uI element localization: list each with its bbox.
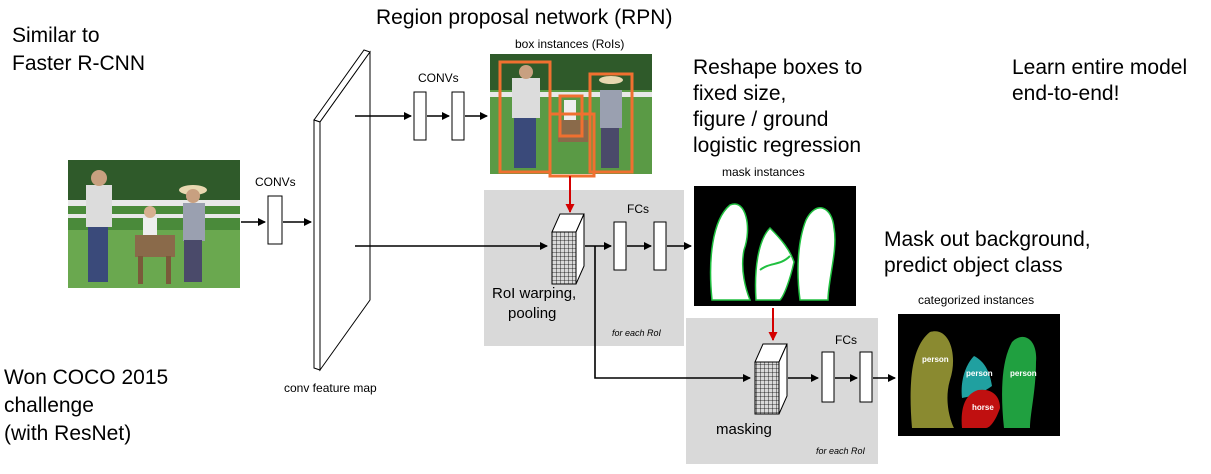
rpn-title: Region proposal network (RPN) bbox=[376, 6, 672, 29]
note-won-line2: challenge bbox=[4, 394, 94, 417]
roi-warping-line2: pooling bbox=[508, 305, 556, 322]
mask-for-each: for each RoI bbox=[816, 446, 866, 456]
arrow-roi-to-masking bbox=[594, 246, 751, 382]
box-instances-label: box instances (RoIs) bbox=[515, 37, 624, 51]
mask-instances-image bbox=[694, 186, 856, 306]
mask-fcs-label: FCs bbox=[835, 333, 857, 347]
roi-fc-block-1 bbox=[613, 221, 627, 271]
masking-grid-block bbox=[754, 343, 788, 415]
roi-grid-block bbox=[551, 213, 585, 285]
roi-fcs-label: FCs bbox=[627, 202, 649, 216]
roi-warping-line1: RoI warping, bbox=[492, 285, 576, 302]
box-instances-image bbox=[490, 54, 652, 178]
feature-map-label: conv feature map bbox=[284, 381, 377, 395]
categorized-instances-image bbox=[898, 314, 1060, 436]
mask-instances-label: mask instances bbox=[722, 165, 805, 179]
category-label-person-2: person bbox=[966, 369, 993, 378]
category-label-person-1: person bbox=[922, 355, 949, 364]
mask-fc-block-2 bbox=[859, 351, 873, 403]
input-image bbox=[68, 160, 240, 288]
rpn-convs-label: CONVs bbox=[418, 71, 459, 85]
note-reshape-line3: figure / ground bbox=[693, 108, 828, 131]
note-similar-line2: Faster R-CNN bbox=[12, 52, 145, 75]
note-reshape-line1: Reshape boxes to bbox=[693, 56, 862, 79]
backbone-convs-label: CONVs bbox=[255, 175, 296, 189]
note-maskout-line1: Mask out background, bbox=[884, 228, 1091, 251]
note-learn-line2: end-to-end! bbox=[1012, 82, 1119, 105]
masking-label: masking bbox=[716, 421, 772, 438]
mask-fc-block-1 bbox=[821, 351, 835, 403]
note-reshape-line2: fixed size, bbox=[693, 82, 786, 105]
backbone-conv-block bbox=[267, 195, 283, 245]
roi-fc-block-2 bbox=[653, 221, 667, 271]
note-won-line3: (with ResNet) bbox=[4, 422, 131, 445]
note-similar-line1: Similar to bbox=[12, 24, 100, 47]
category-label-horse: horse bbox=[972, 403, 994, 412]
roi-for-each: for each RoI bbox=[612, 328, 662, 338]
category-label-person-3: person bbox=[1010, 369, 1037, 378]
note-reshape-line4: logistic regression bbox=[693, 134, 861, 157]
note-won-line1: Won COCO 2015 bbox=[4, 366, 168, 389]
note-maskout-line2: predict object class bbox=[884, 254, 1063, 277]
rpn-conv-block-1 bbox=[413, 91, 427, 141]
categorized-label: categorized instances bbox=[918, 293, 1034, 307]
rpn-conv-block-2 bbox=[451, 91, 465, 141]
note-learn-line1: Learn entire model bbox=[1012, 56, 1187, 79]
conv-feature-map bbox=[313, 49, 371, 372]
